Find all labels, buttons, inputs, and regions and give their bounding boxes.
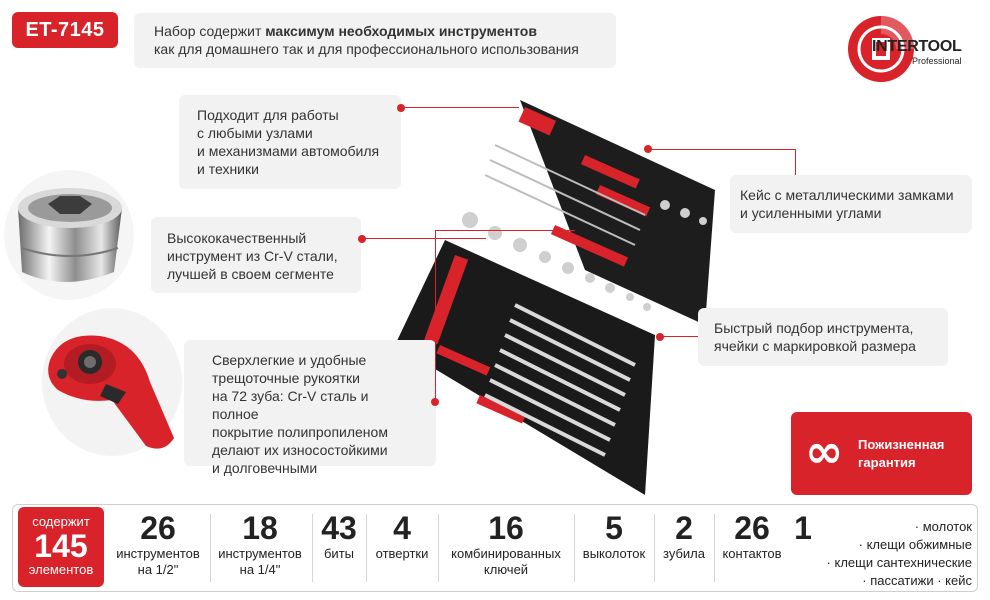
callout-line: [401, 107, 519, 108]
callout-quick-select: Быстрый подбор инструмента, ячейки с мар…: [698, 308, 948, 366]
divider: [574, 514, 575, 582]
callout-line: [795, 149, 796, 175]
callout-steel: Высококачественный инструмент из Cr-V ст…: [151, 217, 361, 293]
divider: [312, 514, 313, 582]
stat-item: 1: [794, 510, 812, 546]
intro-prefix: Набор содержит: [154, 23, 266, 39]
socket-icon: [18, 188, 122, 282]
contents-panel: [12, 504, 978, 592]
callout-automotive: Подходит для работы с любыми узлами и ме…: [179, 95, 401, 189]
ratchet-head-icon: [48, 335, 175, 449]
divider: [714, 514, 715, 582]
stat-item: 2 зубила: [663, 510, 705, 561]
callout-line: [660, 336, 698, 337]
callout-ratchet: Сверхлегкие и удобные трещоточные рукоят…: [184, 340, 436, 476]
callout-line: [435, 230, 436, 402]
intertool-logo: [848, 16, 914, 82]
brand-name: INTERTOOL: [872, 38, 962, 55]
socket-photo: [4, 170, 134, 300]
total-count-badge: содержит 145 элементов: [18, 507, 104, 587]
ratchet-photo: [42, 308, 182, 456]
warranty-line2: гарантия: [858, 455, 916, 470]
callout-dot: [656, 333, 664, 341]
intro-text: Набор содержит максимум необходимых инст…: [134, 13, 616, 68]
lifetime-warranty-badge: ∞ Пожизненная гарантия: [791, 412, 972, 495]
divider: [366, 514, 367, 582]
warranty-line1: Пожизненная: [858, 437, 945, 452]
infinity-icon: ∞: [805, 424, 844, 478]
brand-sub: Professional: [912, 56, 962, 66]
callout-dot: [644, 145, 652, 153]
intro-bold: максимум необходимых инструментов: [265, 23, 537, 39]
tool-case-illustration: [395, 100, 715, 495]
stat-item: 43 биты: [321, 510, 357, 561]
callout-line: [435, 230, 575, 231]
callout-case: Кейс с металлическими замками и усиленны…: [730, 175, 972, 233]
stat-item: 5 выколоток: [582, 510, 646, 561]
model-badge: ET-7145: [12, 12, 118, 48]
divider: [210, 514, 211, 582]
divider: [438, 514, 439, 582]
callout-line: [648, 149, 796, 150]
callout-dot: [358, 235, 366, 243]
callout-dot: [431, 398, 439, 406]
stat-item: 26 контактов: [722, 510, 782, 561]
callout-dot: [397, 104, 405, 112]
intro-rest: как для домашнего так и для профессионал…: [154, 41, 579, 57]
divider: [654, 514, 655, 582]
extras-list: · молоток · клещи обжимные · клещи санте…: [826, 519, 972, 588]
stat-item: 18 инструментов на 1/4": [218, 510, 302, 577]
stat-item: 4 отвертки: [375, 510, 429, 561]
callout-line: [362, 238, 486, 239]
stat-item: 16 комбинированных ключей: [451, 510, 561, 577]
stat-item: 26 инструментов на 1/2": [116, 510, 200, 577]
